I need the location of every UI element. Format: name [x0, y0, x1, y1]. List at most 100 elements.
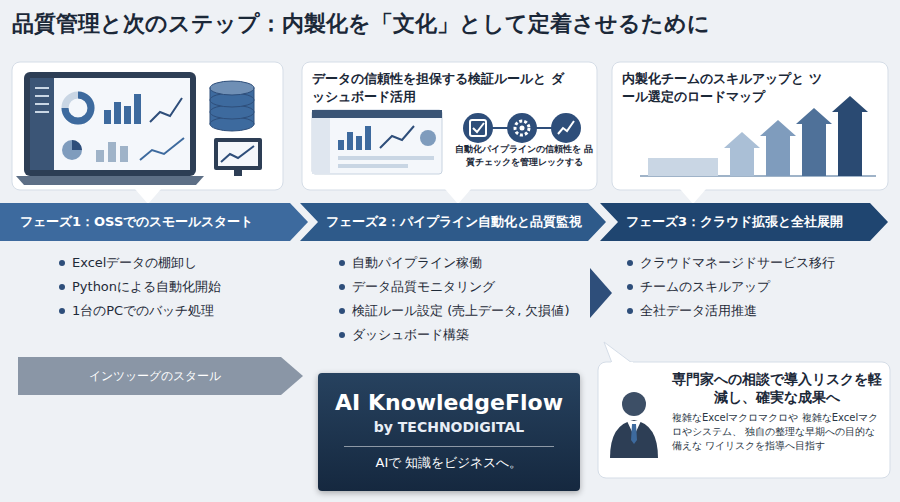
speech-tail — [604, 342, 632, 363]
monitor-icon — [214, 138, 262, 170]
callout-panel — [302, 62, 597, 190]
monitor-stand — [234, 170, 242, 176]
growth-arrow — [802, 124, 826, 176]
arrow-shape — [18, 357, 303, 395]
arrow-shape — [0, 203, 308, 241]
bullet-dot — [59, 308, 65, 314]
person-head — [622, 392, 646, 416]
bullet-item: データ品質モニタリング — [352, 278, 495, 296]
panel-illustration — [12, 62, 283, 204]
dashboard-sidebar — [312, 118, 330, 174]
growth-arrows — [724, 96, 868, 176]
node-text: 複雑なExcelマクロマクロや 複雑なExcelマクロやシステム、 独自の整理な… — [672, 411, 882, 453]
step-arrow: インツッーグのスタール — [18, 357, 303, 395]
database-icon — [210, 81, 254, 131]
growth-arrow — [838, 112, 862, 176]
callout-tail — [680, 189, 706, 204]
bullet-item: 検証ルール設定 (売上データ, 欠損値) — [352, 302, 570, 320]
node-text: 自動化パイプラインの信頼性を 品質チェックを管理レックする — [452, 143, 596, 168]
laptop-frame — [24, 72, 196, 176]
dashboard-header — [312, 110, 442, 118]
bullet-item: 1台のPCでのバッチ処理 — [72, 302, 214, 320]
bullet-item: チームのスキルアップ — [640, 278, 770, 296]
check-symbol — [473, 123, 484, 132]
bullet-item: Excelデータの棚卸し — [72, 254, 197, 272]
pie-chart — [62, 140, 82, 160]
dashboard-screen — [312, 110, 442, 174]
person-body — [610, 420, 658, 458]
node-heading: フェーズ3：クラウド拡張と全社展開 — [626, 214, 843, 230]
growth-arrow — [730, 148, 754, 176]
bullet-dot — [59, 260, 65, 266]
callout-panel — [612, 62, 888, 190]
node-text: by TECHNODIGITAL — [374, 419, 525, 437]
bar-chart — [104, 94, 141, 124]
bullet-dot — [339, 284, 345, 290]
node-heading: インツッーグのスタール — [89, 369, 221, 384]
growth-arrow — [724, 132, 760, 148]
tail-joint — [611, 362, 633, 365]
phase-arrow: フェーズ3：クラウド拡張と全社展開 — [600, 203, 888, 241]
bullet-dot — [339, 260, 345, 266]
arrow-shape — [600, 203, 888, 241]
pie-chart — [420, 130, 436, 146]
growth-arrow — [766, 136, 790, 176]
bullet-dot — [627, 308, 633, 314]
donut-chart — [65, 95, 91, 121]
laptop-base — [16, 176, 204, 185]
line-chart — [140, 138, 184, 160]
dashboard-rows — [338, 156, 434, 168]
speech-bubble — [598, 362, 890, 478]
bullet-dot — [339, 332, 345, 338]
node-heading: データの信頼性を担保する検証ルールと ダッシュボード活用 — [312, 70, 574, 105]
node-heading: AI KnowledgeFlow — [335, 389, 563, 417]
bar-chart — [338, 126, 371, 150]
gear-symbol — [520, 126, 525, 131]
growth-arrow — [760, 120, 796, 136]
callout-tail — [445, 189, 471, 204]
bullet-item: ダッシュボード構築 — [352, 326, 469, 344]
bullet-dot — [627, 260, 633, 266]
bar-chart — [96, 142, 128, 162]
diagram-title: 品質管理と次のステップ：内製化を「文化」として定着させるために — [12, 9, 710, 39]
donut-chart — [65, 95, 91, 121]
bullet-dot — [627, 284, 633, 290]
panel-illustration — [302, 62, 597, 204]
sidebar-lines — [35, 88, 49, 112]
bullet-item: 全社データ活用推進 — [640, 302, 757, 320]
bullet-dots — [59, 260, 633, 338]
growth-arrow — [796, 108, 832, 124]
brand-box: AI KnowledgeFlow by TECHNODIGITAL AIで 知識をビ… — [318, 373, 580, 491]
growth-bar — [648, 158, 718, 176]
phase-arrow: フェーズ1：OSSでのスモールスタート — [0, 203, 308, 241]
pie-chart — [72, 140, 82, 150]
node-heading: 専門家への相談で導入リスクを軽減し、確実な成果へ — [672, 371, 882, 406]
bullet-item: クラウドマネージドサービス移行 — [640, 254, 835, 272]
callout-panel: データの信頼性を担保する検証ルールと ダッシュボード活用自動化パイプラインの信頼… — [302, 62, 597, 190]
growth-arrow — [832, 96, 868, 112]
line-chart — [221, 146, 254, 162]
laptop-screen — [30, 78, 190, 170]
node-heading: フェーズ1：OSSでのスモールスタート — [20, 214, 253, 230]
arrow-shape — [300, 203, 606, 241]
consult-bubble: 専門家への相談で導入リスクを軽減し、確実な成果へ複雑なExcelマクロマクロや … — [598, 362, 890, 478]
pointer-triangle — [590, 268, 612, 318]
bullet-item: Pythonによる自動化開始 — [72, 278, 221, 296]
checkbox-symbol — [470, 120, 486, 136]
panel-illustration — [612, 62, 888, 204]
node-text: AIで 知識をビジネスへ。 — [344, 446, 554, 471]
monitor-screen — [218, 142, 258, 166]
person-tie — [631, 424, 637, 444]
bullet-dot — [339, 308, 345, 314]
callout-tail — [135, 189, 161, 204]
node-heading: フェーズ2：パイプライン自動化と品質監視 — [326, 214, 582, 230]
check-icons — [463, 113, 581, 143]
line-chart — [380, 126, 414, 148]
chart-symbol — [558, 121, 574, 134]
line-chart — [150, 98, 182, 122]
callout-panel — [12, 62, 283, 190]
node-heading: 内製化チームのスキルアップと ツール選定のロードマップ — [622, 70, 822, 105]
sidebar — [30, 78, 54, 170]
bullet-dot — [59, 284, 65, 290]
